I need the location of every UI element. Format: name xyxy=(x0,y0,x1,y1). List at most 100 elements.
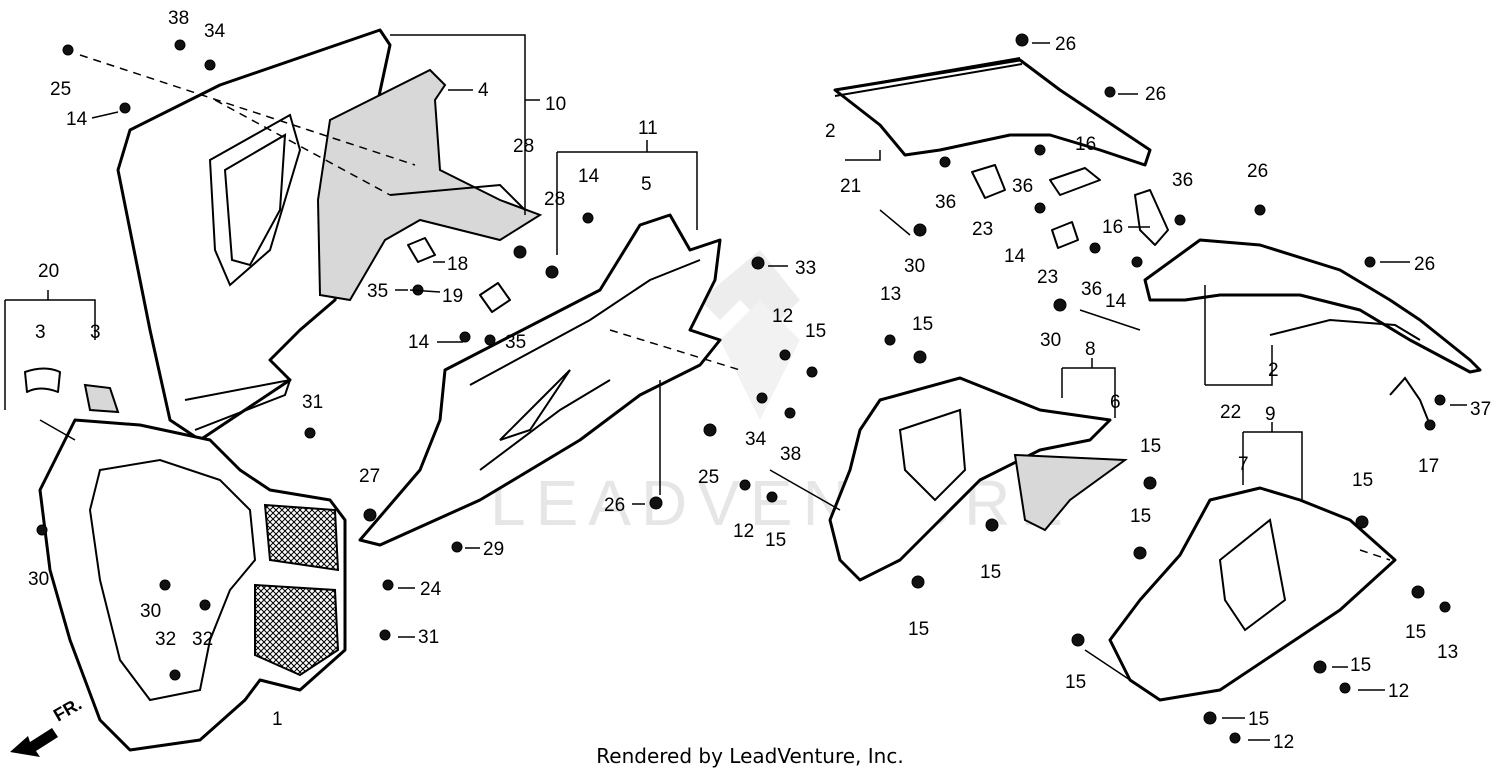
callout-17: 17 xyxy=(1418,456,1439,477)
callout-26: 26 xyxy=(1247,161,1268,182)
callout-21: 21 xyxy=(840,176,861,197)
callout-31: 31 xyxy=(418,627,439,648)
fastener-36c xyxy=(1089,242,1101,254)
part-right-top-cowl-22 xyxy=(1143,238,1482,374)
callout-25: 25 xyxy=(698,467,719,488)
fastener-33 xyxy=(751,256,765,270)
part-center-lower-cowl xyxy=(358,213,722,547)
bracket-lines xyxy=(4,34,1303,500)
callout-35: 35 xyxy=(505,332,526,353)
callout-16: 16 xyxy=(1075,134,1096,155)
fastener-17 xyxy=(1424,419,1436,431)
callout-35: 35 xyxy=(367,281,388,302)
callout-16: 16 xyxy=(1102,217,1123,238)
part-panel-6 xyxy=(1013,453,1128,532)
callout-25: 25 xyxy=(50,79,71,100)
callout-1: 1 xyxy=(272,709,283,730)
callout-27: 27 xyxy=(359,466,380,487)
part-lower-front-cowl xyxy=(38,418,347,752)
callout-15: 15 xyxy=(1350,655,1371,676)
callout-20: 20 xyxy=(38,261,59,282)
callout-12: 12 xyxy=(733,521,754,542)
fastener-12d xyxy=(1229,732,1241,744)
fastener-12a xyxy=(779,349,791,361)
fastener-26e xyxy=(1364,256,1376,268)
callout-3: 3 xyxy=(90,322,101,343)
callout-38: 38 xyxy=(168,8,189,29)
callout-13: 13 xyxy=(880,284,901,305)
part-pad-3-left xyxy=(24,367,61,393)
callout-32: 32 xyxy=(155,629,176,650)
fastener-15h xyxy=(1133,546,1147,560)
credit-text: Rendered by LeadVenture, Inc. xyxy=(596,744,904,768)
callout-10: 10 xyxy=(545,94,566,115)
callout-15: 15 xyxy=(1405,622,1426,643)
front-direction-label: FR. xyxy=(50,694,85,726)
callout-15: 15 xyxy=(912,314,933,335)
part-bracket-16b xyxy=(1134,189,1169,246)
callout-13: 13 xyxy=(1437,642,1458,663)
fastener-14e xyxy=(1131,256,1143,268)
fastener-30d xyxy=(1053,298,1067,312)
fastener-14d xyxy=(1034,202,1046,214)
callout-15: 15 xyxy=(980,562,1001,583)
fastener-37 xyxy=(1434,394,1446,406)
callout-23: 23 xyxy=(972,219,993,240)
callout-14: 14 xyxy=(66,109,88,130)
fastener-15j xyxy=(1411,585,1425,599)
callout-6: 6 xyxy=(1110,392,1121,413)
callout-leaders xyxy=(91,42,1467,741)
fastener-38a xyxy=(174,39,186,51)
fastener-15e xyxy=(985,518,999,532)
part-middle-lower-cowl xyxy=(828,376,1112,582)
fastener-25b xyxy=(703,423,717,437)
callout-32: 32 xyxy=(192,629,213,650)
callout-23: 23 xyxy=(1037,267,1058,288)
fastener-13a xyxy=(884,334,896,346)
callout-26: 26 xyxy=(1145,84,1166,105)
callout-15: 15 xyxy=(908,619,929,640)
fastener-31b xyxy=(379,629,391,641)
callout-26: 26 xyxy=(604,495,625,516)
callout-28: 28 xyxy=(513,136,534,157)
callout-30: 30 xyxy=(904,256,925,277)
fastener-31a xyxy=(304,427,316,439)
callout-14: 14 xyxy=(1004,246,1026,267)
callout-26: 26 xyxy=(1055,34,1076,55)
fastener-27 xyxy=(363,508,377,522)
callout-28: 28 xyxy=(544,189,565,210)
fastener-26a xyxy=(649,496,663,510)
callout-15: 15 xyxy=(1140,436,1161,457)
fastener-30b xyxy=(159,579,171,591)
part-bracket-19 xyxy=(479,282,511,313)
part-clip-18 xyxy=(407,237,436,263)
callout-15: 15 xyxy=(765,530,786,551)
part-clip-23b xyxy=(1051,221,1079,249)
callout-33: 33 xyxy=(795,258,816,279)
fastener-34a xyxy=(204,59,216,71)
callout-15: 15 xyxy=(805,321,826,342)
fastener-12b xyxy=(739,479,751,491)
callout-24: 24 xyxy=(420,579,442,600)
callout-11: 11 xyxy=(638,118,658,139)
part-stay-17 xyxy=(1389,376,1429,421)
callout-34: 34 xyxy=(204,21,226,42)
fastener-12c xyxy=(1339,682,1351,694)
part-clip-23a xyxy=(971,164,1006,199)
callout-4: 4 xyxy=(478,80,489,101)
fastener-28a xyxy=(513,245,527,259)
callout-15: 15 xyxy=(1065,672,1086,693)
fastener-26d xyxy=(1254,204,1266,216)
fastener-14c xyxy=(459,331,471,343)
fastener-13b xyxy=(1439,601,1451,613)
callout-38: 38 xyxy=(780,444,801,465)
fastener-15g xyxy=(1355,515,1369,529)
callout-2: 2 xyxy=(825,121,836,142)
watermark-logo xyxy=(700,250,800,420)
callout-7: 7 xyxy=(1238,454,1249,475)
fasteners xyxy=(36,33,1451,744)
part-pad-3-right xyxy=(83,383,120,414)
fastener-26c xyxy=(1104,86,1116,98)
fastener-24 xyxy=(382,579,394,591)
